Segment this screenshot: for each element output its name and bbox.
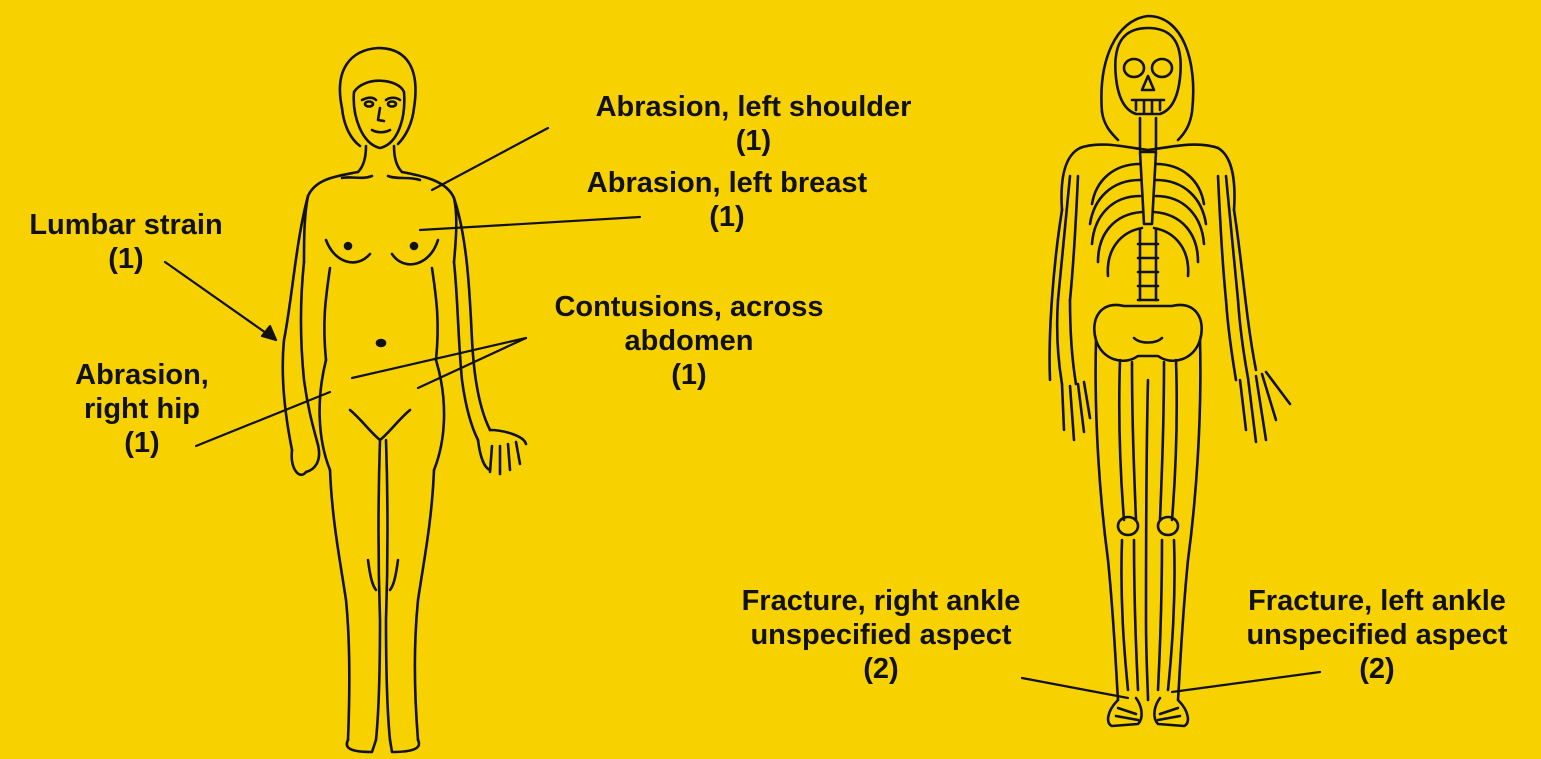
label-text: Fracture, right ankle <box>700 584 1062 618</box>
label-count: (2) <box>1216 652 1538 686</box>
label-count: (1) <box>528 358 850 392</box>
female-body-figure <box>283 48 526 752</box>
label-abrasion-right-hip: Abrasion, right hip (1) <box>52 358 232 460</box>
label-count: (2) <box>700 652 1062 686</box>
label-text: Lumbar strain <box>4 208 248 242</box>
label-lumbar-strain: Lumbar strain (1) <box>4 208 248 276</box>
leader-left-shoulder <box>432 128 548 190</box>
label-text-2: unspecified aspect <box>1216 618 1538 652</box>
label-text: Contusions, across <box>528 290 850 324</box>
label-text: Abrasion, <box>52 358 232 392</box>
label-count: (1) <box>566 124 941 158</box>
label-abrasion-left-breast: Abrasion, left breast (1) <box>556 166 898 234</box>
label-contusions-abdomen: Contusions, across abdomen (1) <box>528 290 850 392</box>
label-text: Abrasion, left shoulder <box>566 90 941 124</box>
label-fracture-left-ankle: Fracture, left ankle unspecified aspect … <box>1216 584 1538 686</box>
label-text-2: right hip <box>52 392 232 426</box>
label-text-2: unspecified aspect <box>700 618 1062 652</box>
leader-lumbar-arrowhead <box>262 326 276 340</box>
label-abrasion-left-shoulder: Abrasion, left shoulder (1) <box>566 90 941 158</box>
label-text: Abrasion, left breast <box>556 166 898 200</box>
label-count: (1) <box>4 242 248 276</box>
label-text: Fracture, left ankle <box>1216 584 1538 618</box>
label-text-2: abdomen <box>528 324 850 358</box>
label-count: (1) <box>556 200 898 234</box>
label-count: (1) <box>52 426 232 460</box>
label-fracture-right-ankle: Fracture, right ankle unspecified aspect… <box>700 584 1062 686</box>
